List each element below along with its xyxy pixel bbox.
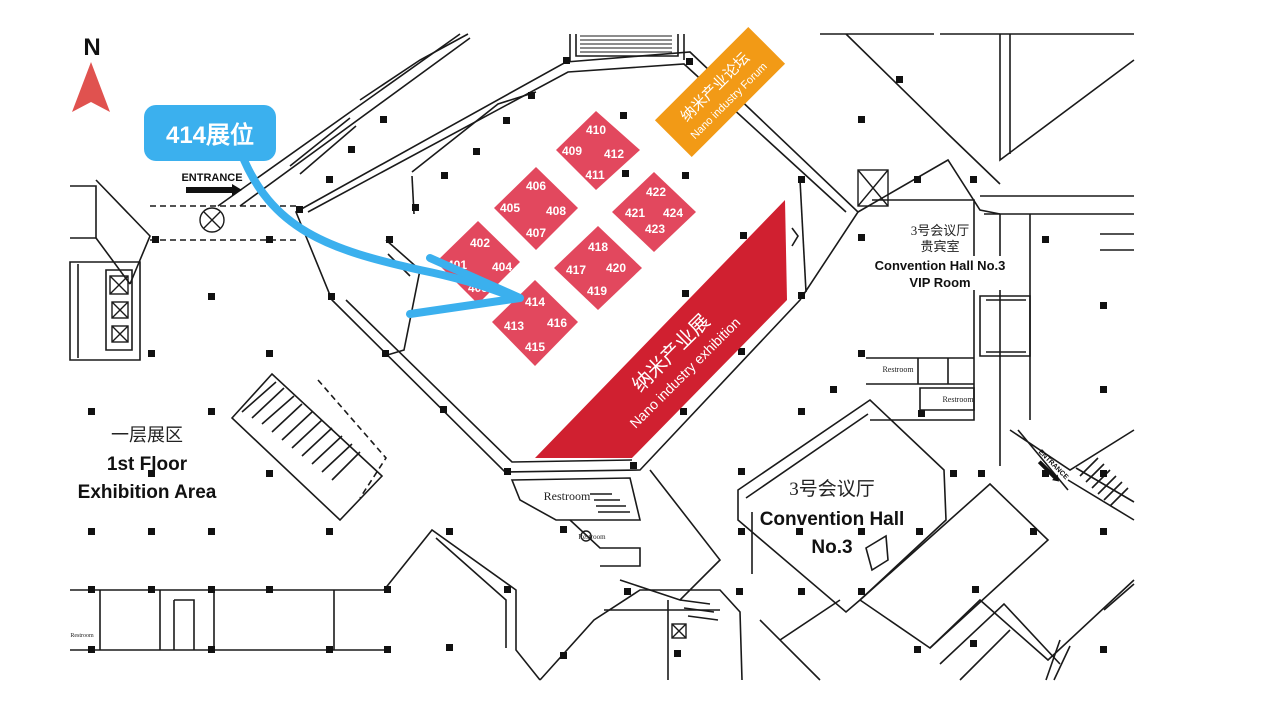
booth-number: 423 [645, 222, 665, 236]
elevator-icons [109, 169, 889, 639]
booth-number: 424 [663, 206, 683, 220]
hall3-en2: No.3 [811, 537, 852, 558]
booth-grid: 410 409 412 411 406 405 408 407 422 421 … [436, 111, 696, 366]
booth-cluster-block [436, 221, 520, 304]
booth-number: 420 [606, 261, 626, 275]
pointer-arrow-head-icon [406, 254, 524, 318]
booth-number: 405 [500, 201, 520, 215]
first-floor-label: 一层展区 1st Floor Exhibition Area [78, 425, 217, 503]
restroom-small-label: Restroom [578, 533, 606, 541]
booth-number: 408 [546, 204, 566, 218]
booth-number: 402 [470, 236, 490, 250]
entrance-right-arrow-icon [1037, 460, 1060, 482]
vip-en1: Convention Hall No.3 [875, 258, 1006, 273]
vip-room-label: 3号会议厅 贵宾室 Convention Hall No.3 VIP Room [872, 223, 1010, 290]
vip-cn1: 3号会议厅 [911, 223, 970, 238]
north-compass: N [72, 34, 110, 112]
pointer-arrow-curve [236, 146, 514, 300]
booth-number: 415 [525, 340, 545, 354]
forum-block [654, 26, 786, 158]
restroom-right2-label: Restroom [942, 395, 974, 404]
booth-cluster-block [494, 167, 578, 250]
booth-number: 417 [566, 263, 586, 277]
north-arrow-icon [72, 62, 110, 112]
booth-414-pointer [236, 146, 524, 318]
booth-number: 418 [588, 240, 608, 254]
booth-number: 404 [492, 260, 512, 274]
vip-cn2: 贵宾室 [920, 239, 959, 254]
structural-columns [88, 57, 1107, 659]
booth-number-414: 414 [525, 295, 545, 309]
entrance-left-label: ENTRANCE [181, 172, 242, 184]
booth-group-417-420[interactable]: 418 417 420 419 [554, 226, 642, 310]
entrance-arrow-icon [186, 184, 242, 196]
first-floor-cn: 一层展区 [111, 425, 183, 445]
booth-number: 406 [526, 179, 546, 193]
hall3-en1: Convention Hall [760, 509, 905, 530]
booth-number: 421 [625, 206, 645, 220]
booth-group-421-424[interactable]: 422 421 424 423 [612, 172, 696, 252]
convention-hall-3-label: 3号会议厅 Convention Hall No.3 [760, 478, 905, 558]
restroom-labels: Restroom Restroom Restroom Restroom Rest… [70, 365, 974, 639]
hall3-cn: 3号会议厅 [789, 478, 875, 500]
callout-label: 414展位 [166, 121, 254, 149]
booth-number: 410 [586, 123, 606, 137]
booth-group-405-408[interactable]: 406 405 408 407 [494, 167, 578, 250]
booth-number: 413 [504, 319, 524, 333]
restroom-main-label: Restroom [544, 489, 591, 503]
vip-en2: VIP Room [909, 275, 970, 290]
booth-cluster-block [556, 111, 640, 190]
first-floor-en1: 1st Floor [107, 454, 188, 475]
restroom-tiny-label: Restroom [70, 633, 94, 639]
booth-cluster-block [554, 226, 642, 310]
restroom-right1-label: Restroom [882, 365, 914, 374]
booth-number: 412 [604, 147, 624, 161]
booth-number: 419 [587, 284, 607, 298]
first-floor-en2: Exhibition Area [78, 482, 217, 503]
booth-number: 416 [547, 316, 567, 330]
booth-414-callout[interactable]: 414展位 [144, 105, 276, 161]
booth-cluster-block [612, 172, 696, 252]
booth-number: 411 [585, 168, 605, 182]
callout-badge [144, 105, 276, 161]
booth-group-409-412[interactable]: 410 409 412 411 [556, 111, 640, 190]
exhibition-block [535, 200, 787, 458]
booth-number: 409 [562, 144, 582, 158]
entrance-left-marker: ENTRANCE [181, 172, 243, 196]
booth-number: 422 [646, 185, 666, 199]
north-letter: N [83, 34, 100, 61]
floor-plan-walls [69, 33, 1135, 681]
booth-number: 407 [526, 226, 546, 240]
